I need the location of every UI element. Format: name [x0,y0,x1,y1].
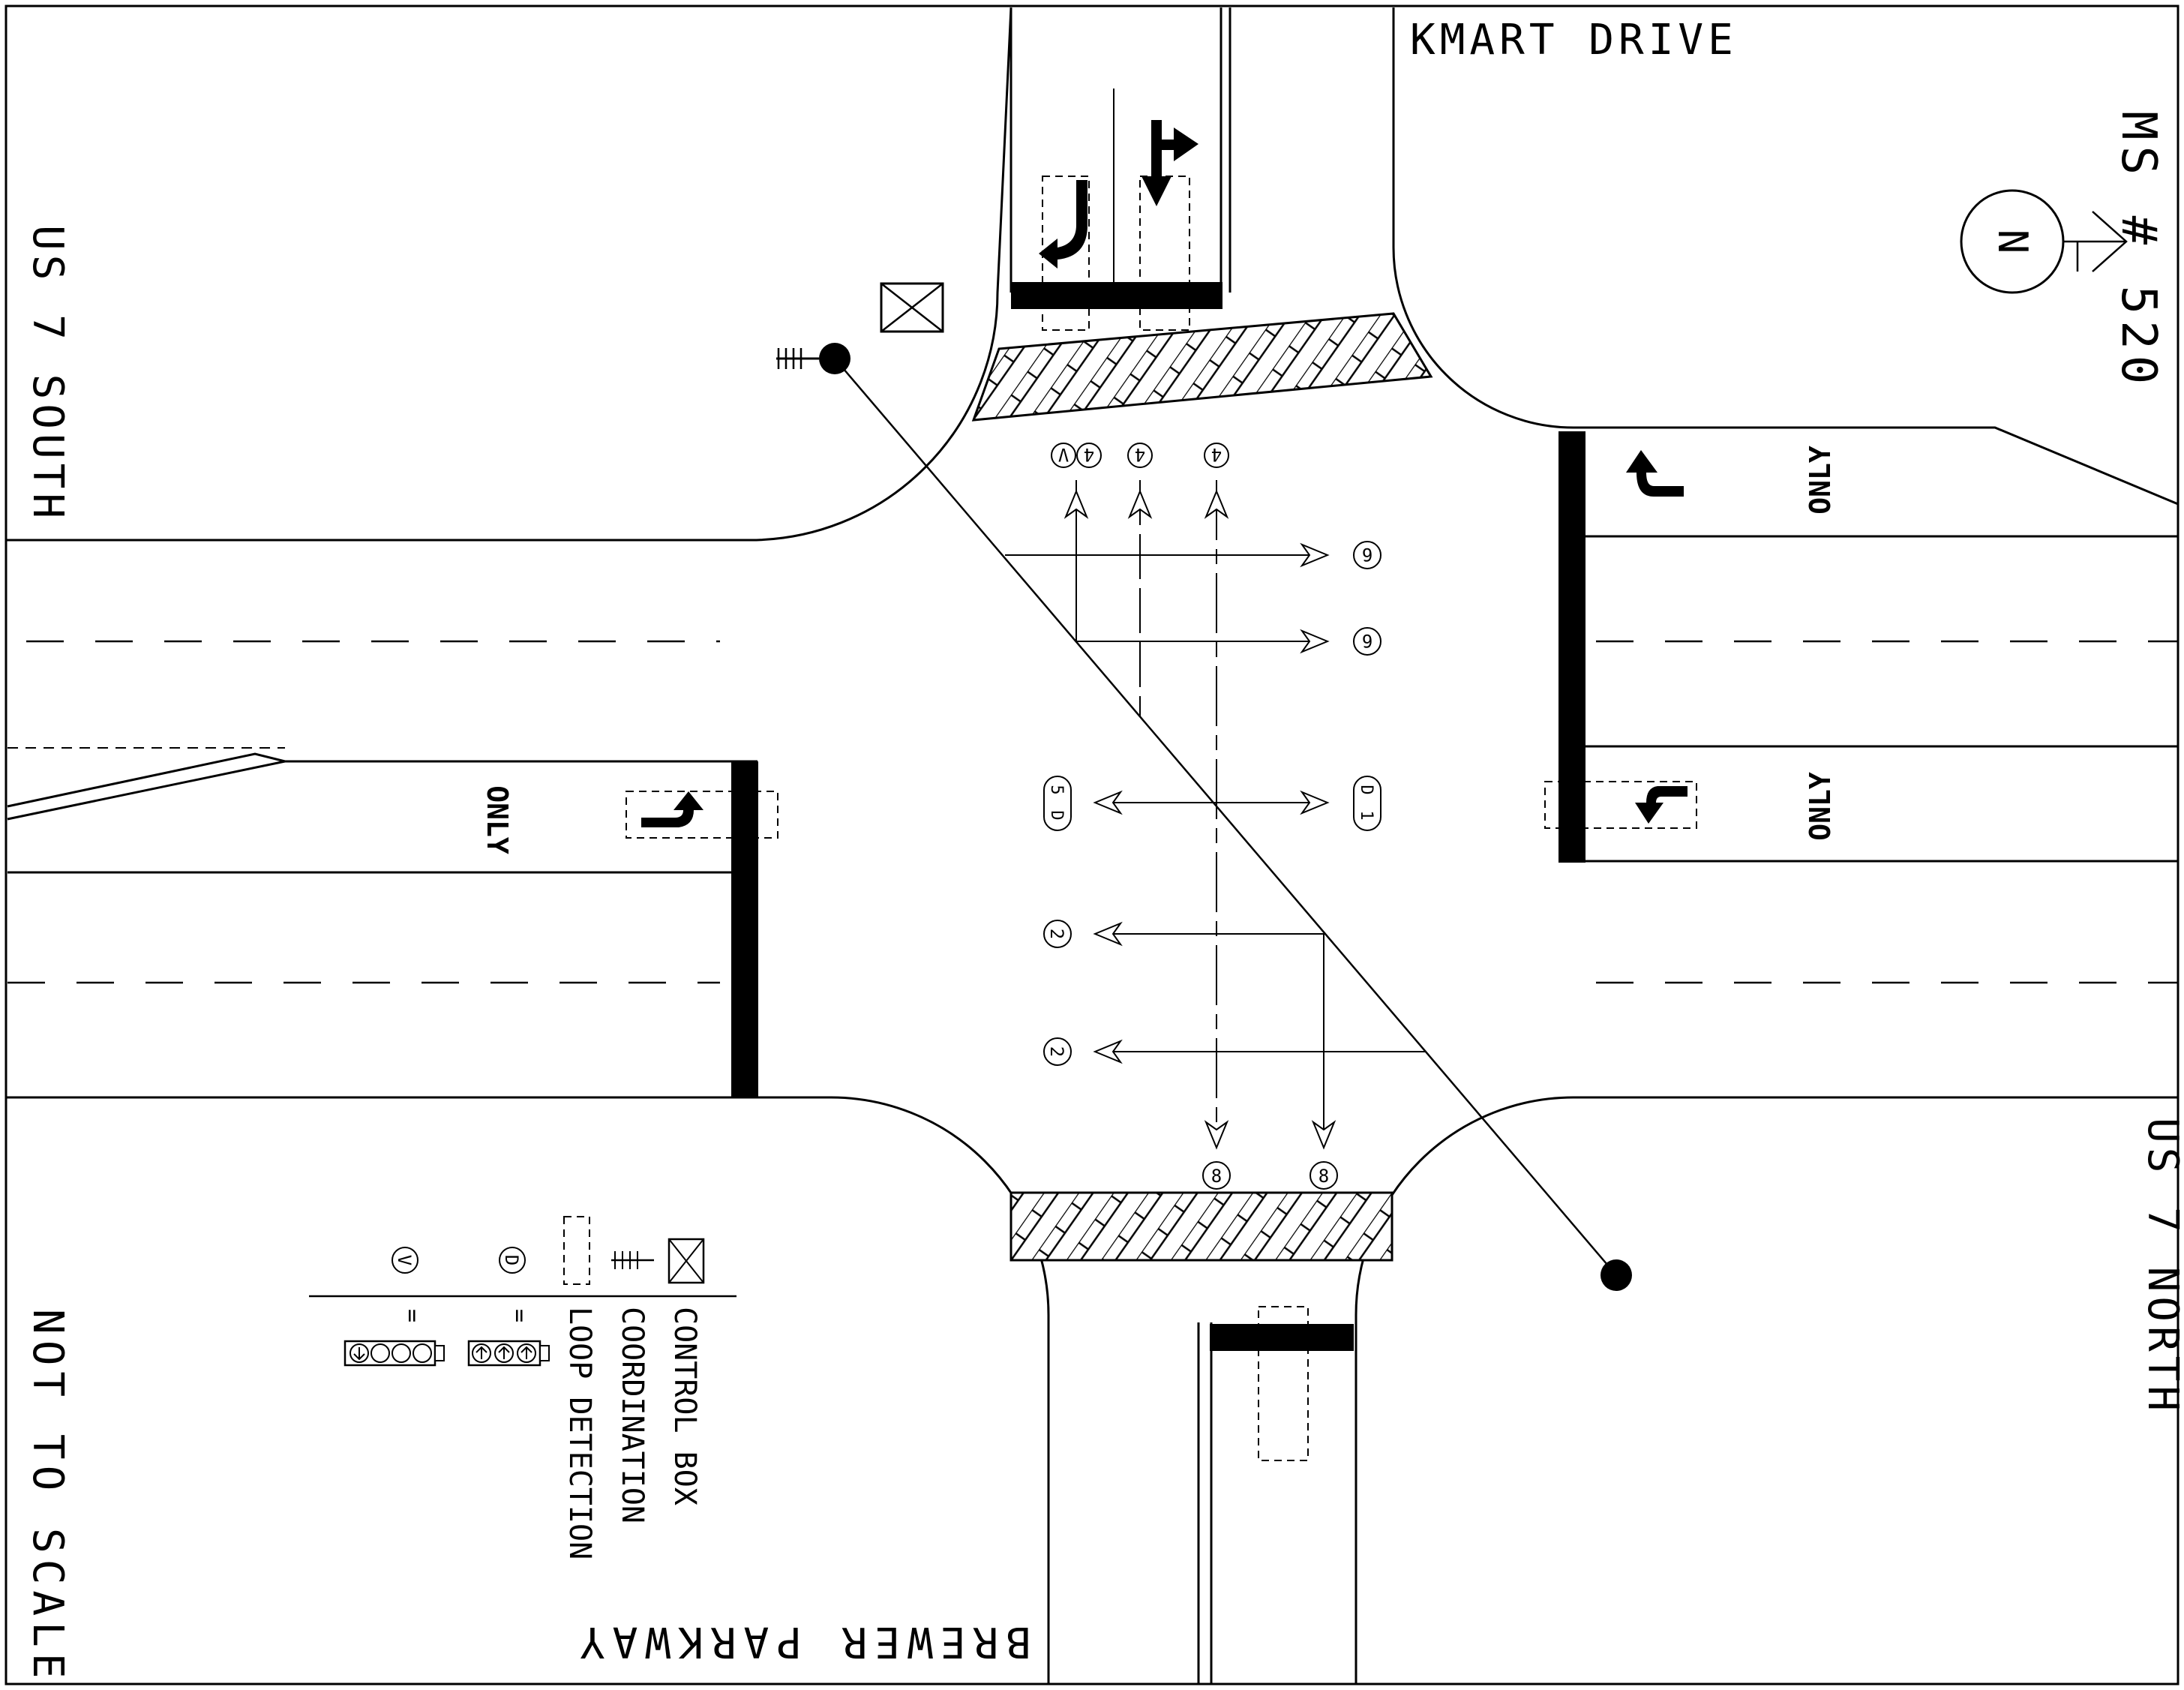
legend-control-box-label: CONTROL BOX [668,1307,702,1505]
drawing-border [4,5,2180,1685]
svg-text:V: V [394,1255,415,1265]
legend-loop-detection-label: LOOP DETECTION [562,1307,597,1559]
svg-text:8: 8 [1211,1166,1222,1187]
svg-text:6: 6 [1362,630,1372,651]
left-turn-arrow-east-top [1626,450,1684,497]
phase-label-6a: 6 [1353,541,1382,569]
svg-text:V: V [1058,444,1069,465]
phase-label-6b: 6 [1353,627,1382,656]
svg-text:N: N [1989,230,2036,254]
phase-label-2a: 2 [1043,920,1072,948]
svg-text:5: 5 [1047,785,1066,794]
phase-label-4b: 4 [1204,443,1229,468]
pole-northwest [819,343,850,374]
legend: D V = = CONTROL BOX COORDINATION LOOP DE… [309,1216,736,1559]
svg-text:=: = [506,1309,532,1322]
svg-text:1: 1 [1357,810,1376,820]
legend-coordination-icon [611,1251,654,1269]
right-turn-arrow-north [1039,180,1088,269]
crosswalk-north [971,312,1433,422]
svg-text:8: 8 [1318,1166,1329,1187]
legend-vehicle-symbol: V [392,1247,418,1274]
street-label-us7-south: US 7 SOUTH [23,225,72,523]
lane-lines [8,89,2178,984]
phase-arrowheads [1065,491,1335,1148]
pole-southeast [1600,1259,1632,1291]
svg-text:4: 4 [1211,444,1222,465]
control-box [880,282,944,333]
route-label: MS # 520 [2110,111,2166,390]
svg-text:2: 2 [1046,929,1067,939]
not-to-scale-note: NOT TO SCALE [23,1309,72,1685]
phase-label-8a: 8 [1202,1161,1231,1190]
svg-text:D: D [1357,785,1376,794]
svg-text:2: 2 [1046,1046,1067,1057]
stop-bar-east [1558,431,1586,863]
legend-control-box-icon [668,1238,705,1284]
svg-text:D: D [501,1255,522,1265]
only-word-east-upper: ONLY [1804,446,1837,515]
stop-bar-west [731,761,758,1097]
svg-text:=: = [399,1309,425,1322]
phase-label-2b: 2 [1043,1037,1072,1066]
street-label-us7-north: US 7 NORTH [2138,1118,2184,1415]
svg-text:D: D [1047,810,1066,820]
thru-right-arrow-north [1142,120,1198,206]
street-label-brewer-parkway: BREWER PARKWAY [572,1617,1031,1666]
crosswalk-south [1010,1191,1394,1262]
coordination-symbol [776,348,819,369]
span-wire [834,358,1617,1276]
phase-label-8b: 8 [1310,1161,1338,1190]
legend-vehicle-signal-head [344,1340,445,1367]
legend-ped-signal-head [467,1340,550,1367]
svg-text:4: 4 [1084,444,1094,465]
road-edges [6,7,2179,1684]
north-arrow: N [1960,189,2128,294]
svg-text:6: 6 [1362,544,1372,565]
phase-label-4a: 4 [1127,443,1153,468]
phase-label-1d: D 1 [1353,776,1382,831]
legend-ped-symbol: D [499,1247,526,1274]
phase-label-4v: V 4 [1051,443,1102,468]
left-turn-arrow-east [1635,786,1688,824]
right-turn-arrow-west [641,791,704,827]
legend-coordination-label: COORDINATION [615,1307,650,1523]
phase-label-5d: 5 D [1043,776,1072,831]
legend-loop-icon [563,1216,590,1285]
svg-text:4: 4 [1135,444,1145,465]
only-word-east-lower: ONLY [1804,772,1837,841]
pavement-arrows [641,120,1688,827]
stop-bar-south [1210,1324,1354,1351]
only-word-west: ONLY [481,785,514,854]
stop-bar-north [1011,282,1222,309]
street-label-kmart-drive: KMART DRIVE [1410,16,1738,65]
